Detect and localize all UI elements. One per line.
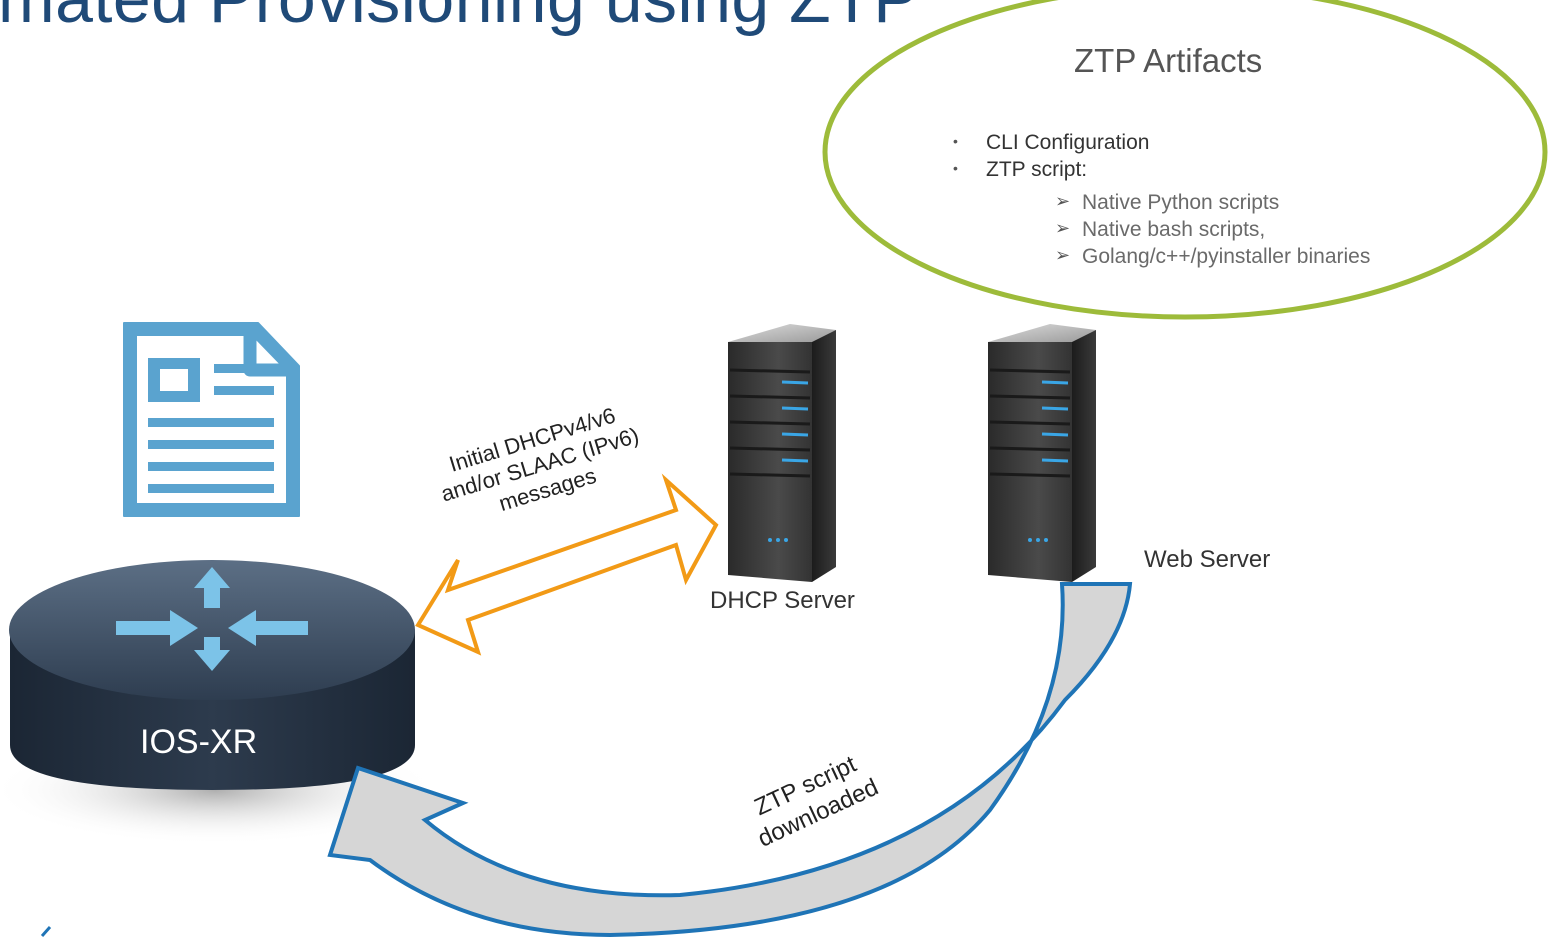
bullet-icon: • xyxy=(953,133,958,149)
arrow-bullet-icon: ➢ xyxy=(1055,245,1071,265)
artifact-item: • ZTP script: xyxy=(953,158,1088,182)
corner-mark xyxy=(40,926,52,937)
dhcp-exchange-arrow xyxy=(415,473,719,656)
artifact-subitem-label: Golang/c++/pyinstaller binaries xyxy=(1082,245,1371,268)
artifact-item-label: ZTP script: xyxy=(986,158,1088,181)
artifact-subitem-label: Native Python scripts xyxy=(1082,191,1280,214)
artifact-item-label: CLI Configuration xyxy=(986,131,1150,154)
bullet-icon: • xyxy=(953,160,958,176)
artifact-item: • CLI Configuration xyxy=(953,131,1150,155)
dhcp-server-icon xyxy=(728,324,836,582)
artifact-subitem: ➢ Native Python scripts xyxy=(1055,191,1280,215)
web-server-icon xyxy=(988,324,1096,582)
download-arrow xyxy=(327,582,1133,938)
dhcp-server-label: DHCP Server xyxy=(710,587,855,614)
page-title: mated Provisioning using ZTP xyxy=(0,0,919,38)
web-server-label: Web Server xyxy=(1144,546,1271,573)
artifact-subitem: ➢ Golang/c++/pyinstaller binaries xyxy=(1055,245,1371,269)
arrow-bullet-icon: ➢ xyxy=(1055,218,1071,238)
artifact-subitem-label: Native bash scripts, xyxy=(1082,218,1266,241)
arrow-bullet-icon: ➢ xyxy=(1055,191,1071,211)
document-icon xyxy=(123,322,300,517)
router-label: IOS-XR xyxy=(140,723,258,761)
artifacts-ellipse xyxy=(822,0,1548,320)
router-icon xyxy=(0,560,440,845)
artifact-subitem: ➢ Native bash scripts, xyxy=(1055,218,1266,242)
artifacts-title: ZTP Artifacts xyxy=(1074,42,1263,79)
